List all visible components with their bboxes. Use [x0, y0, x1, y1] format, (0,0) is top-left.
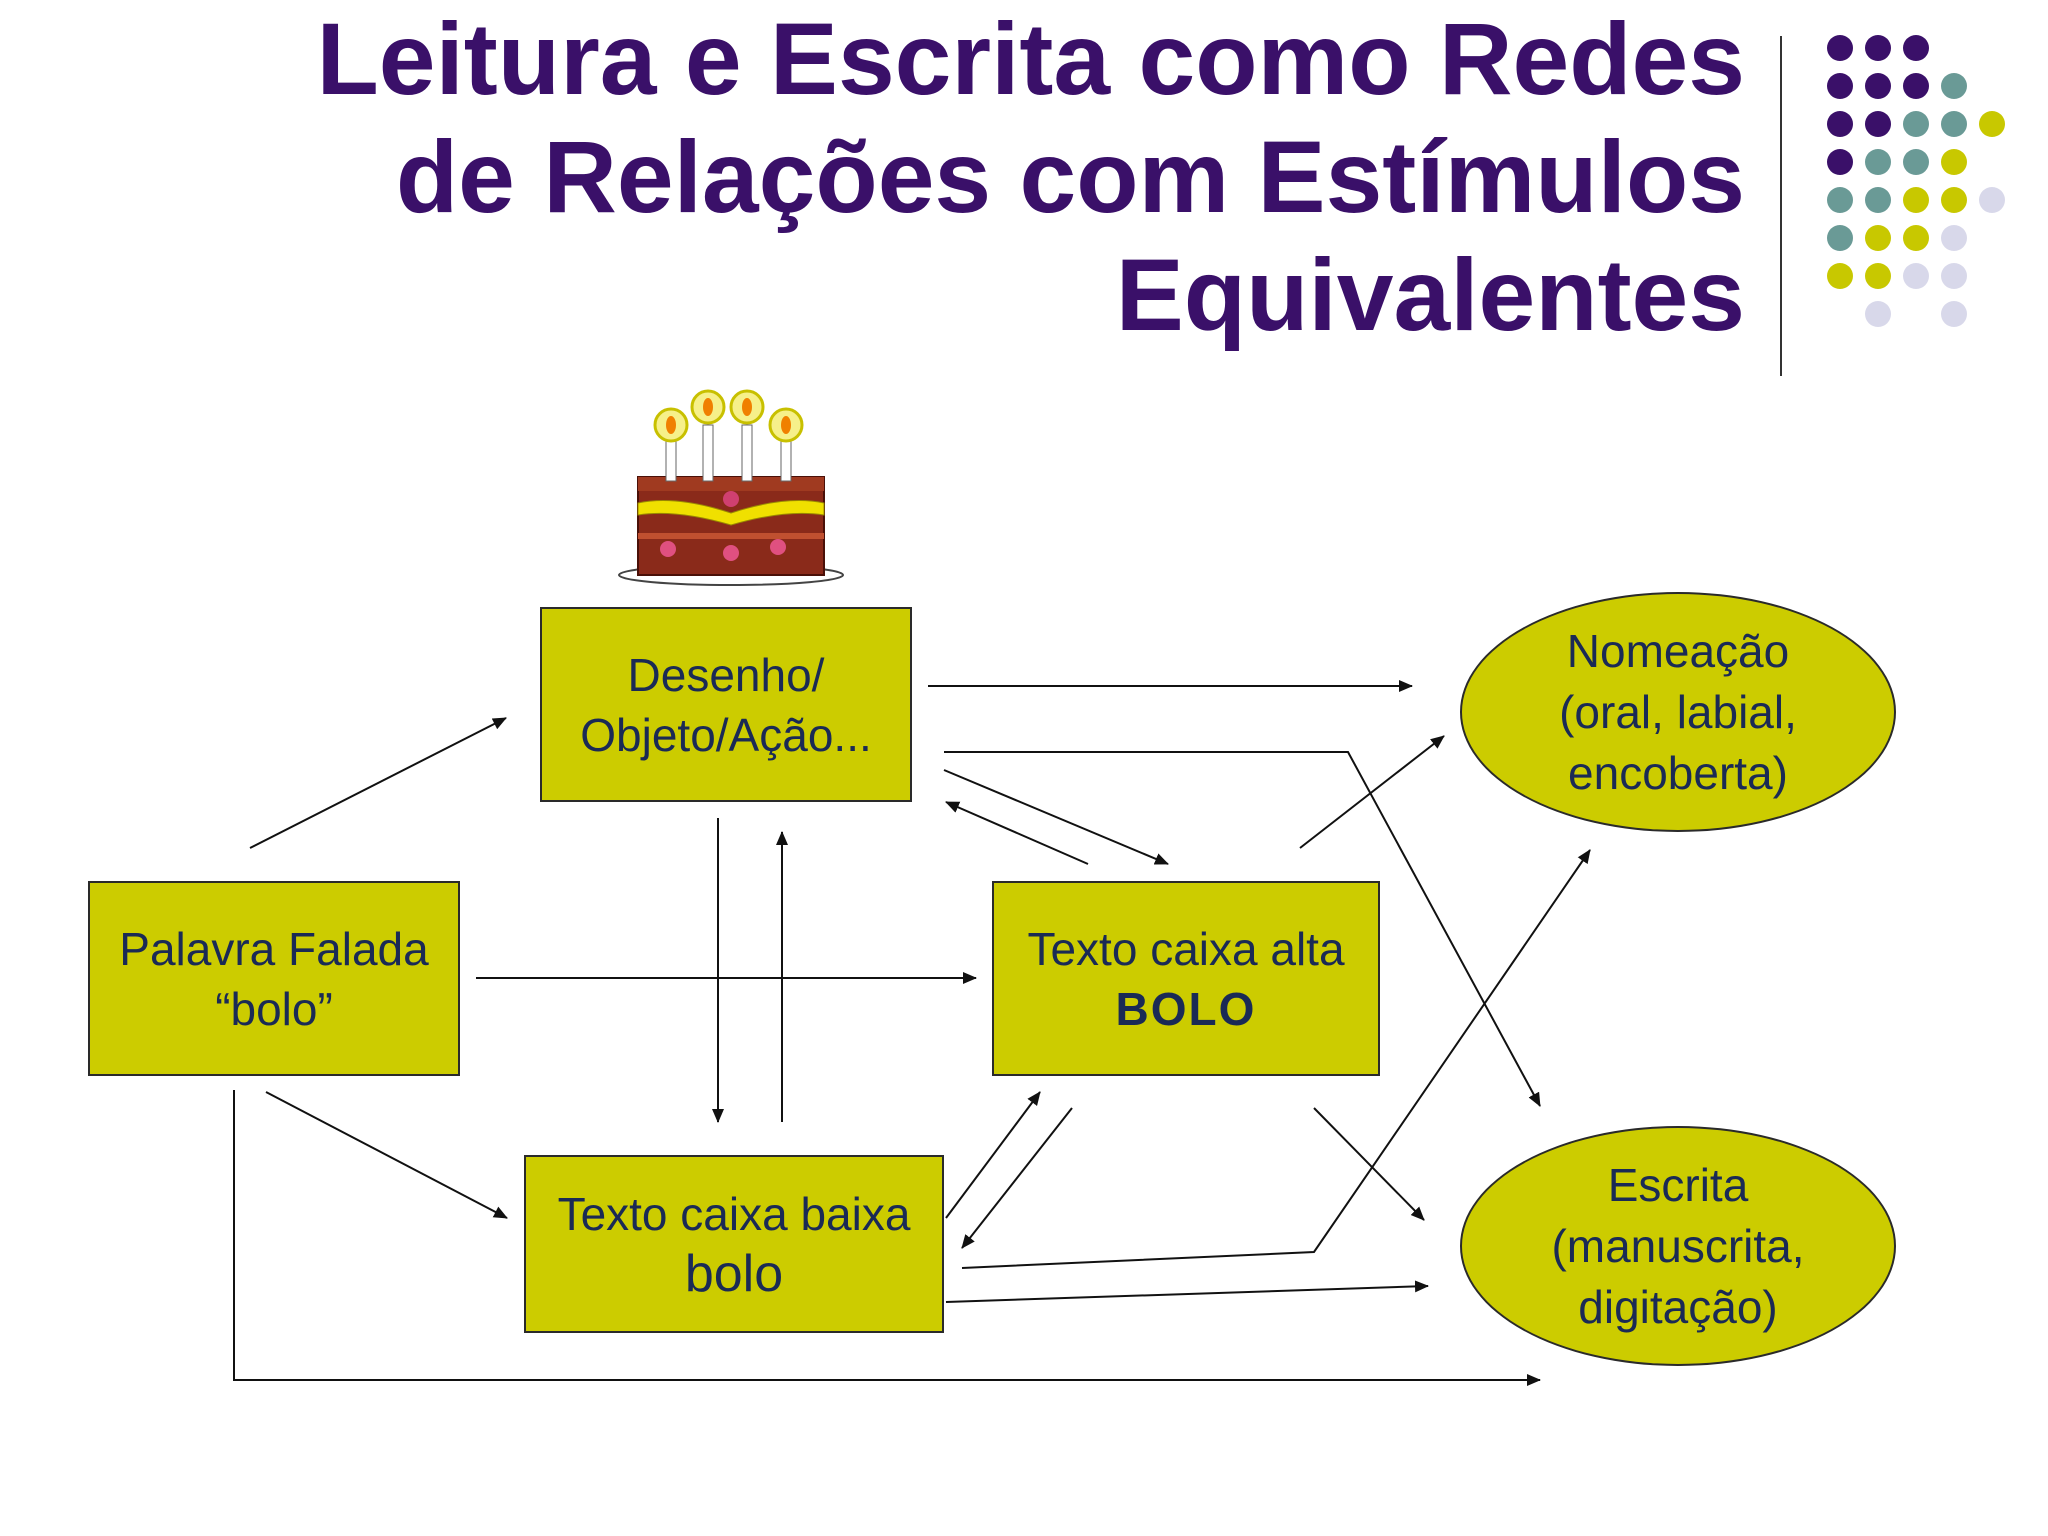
decorative-dot [1865, 187, 1891, 213]
node-baixa-line-2: bolo [684, 1245, 784, 1303]
decorative-dot [1941, 111, 1967, 137]
decorative-dot [1903, 187, 1929, 213]
arrow-alta-to-nomeacao [1299, 735, 1445, 849]
decorative-dot [1903, 111, 1929, 137]
decorative-dot [1865, 35, 1891, 61]
node-alta-line-1: Texto caixa alta [1027, 922, 1345, 975]
decorative-dot [1865, 225, 1891, 251]
arrow-alta-to-desenho [945, 801, 1089, 865]
arrow-palavra-to-escrita [233, 1090, 1541, 1386]
decorative-dot [1827, 225, 1853, 251]
arrow-palavra-to-desenho [249, 717, 507, 849]
node-texto-caixa-alta: Texto caixa alta BOLO [992, 881, 1380, 1076]
node-baixa-line-1: Texto caixa baixa [557, 1188, 911, 1240]
decorative-dot [1865, 73, 1891, 99]
decorative-dot [1865, 111, 1891, 137]
arrow-alta-to-baixa [961, 1107, 1073, 1249]
decorative-dot-grid [1827, 35, 2005, 327]
decorative-dot [1903, 73, 1929, 99]
arrow-palavra-to-baixa [265, 1091, 508, 1219]
slide-title: Leitura e Escrita como Redes de Relações… [316, 0, 1745, 354]
slide-title-line-2: de Relações com Estímulos [395, 120, 1745, 234]
node-nomeacao-line-3: encoberta) [1568, 746, 1788, 799]
decorative-dot [1827, 35, 1853, 61]
decorative-dot [1941, 73, 1967, 99]
decorative-dot [1827, 73, 1853, 99]
decorative-dot [1941, 225, 1967, 251]
slide-title-line-1: Leitura e Escrita como Redes [316, 2, 1745, 116]
node-palavra-falada: Palavra Falada “bolo” [88, 881, 460, 1076]
arrow-desenho-to-alta [943, 769, 1169, 865]
node-alta-line-2: BOLO [1115, 982, 1257, 1035]
decorative-dot [1865, 301, 1891, 327]
arrow-baixa-to-alta [945, 1091, 1041, 1219]
node-escrita-line-2: (manuscrita, [1551, 1219, 1805, 1272]
decorative-dot [1827, 149, 1853, 175]
birthday-cake-icon [618, 389, 844, 586]
node-texto-caixa-baixa: Texto caixa baixa bolo [524, 1155, 944, 1333]
node-escrita-line-1: Escrita [1607, 1158, 1749, 1211]
node-nomeacao-line-1: Nomeação [1566, 624, 1790, 677]
node-escrita: Escrita (manuscrita, digitação) [1460, 1126, 1896, 1366]
node-escrita-line-3: digitação) [1578, 1280, 1778, 1333]
decorative-dot [1941, 149, 1967, 175]
node-nomeacao-line-2: (oral, labial, [1559, 685, 1797, 738]
decorative-dot [1903, 263, 1929, 289]
arrow-desenho-to-escrita [944, 751, 1541, 1107]
node-desenho-line-1: Desenho/ [627, 648, 825, 701]
node-palavra-line-1: Palavra Falada [119, 922, 429, 975]
decorative-dot [1827, 263, 1853, 289]
decorative-dot [1827, 187, 1853, 213]
decorative-dot [1979, 187, 2005, 213]
decorative-dot [1979, 111, 2005, 137]
node-nomeacao: Nomeação (oral, labial, encoberta) [1460, 592, 1896, 832]
decorative-dot [1941, 187, 1967, 213]
node-palavra-line-2: “bolo” [215, 982, 333, 1035]
decorative-dot [1941, 263, 1967, 289]
arrow-alta-to-escrita [1313, 1107, 1425, 1221]
decorative-dot [1827, 111, 1853, 137]
arrow-baixa-to-nomeacao [961, 849, 1591, 1269]
arrow-baixa-to-escrita [945, 1280, 1429, 1303]
title-divider [1780, 36, 1782, 376]
decorative-dot [1865, 263, 1891, 289]
decorative-dot [1903, 225, 1929, 251]
node-desenho-line-2: Objeto/Ação... [580, 708, 872, 761]
node-desenho: Desenho/ Objeto/Ação... [540, 607, 912, 802]
slide-title-line-3: Equivalentes [1115, 238, 1745, 352]
decorative-dot [1865, 149, 1891, 175]
decorative-dot [1903, 35, 1929, 61]
decorative-dot [1903, 149, 1929, 175]
decorative-dot [1941, 301, 1967, 327]
